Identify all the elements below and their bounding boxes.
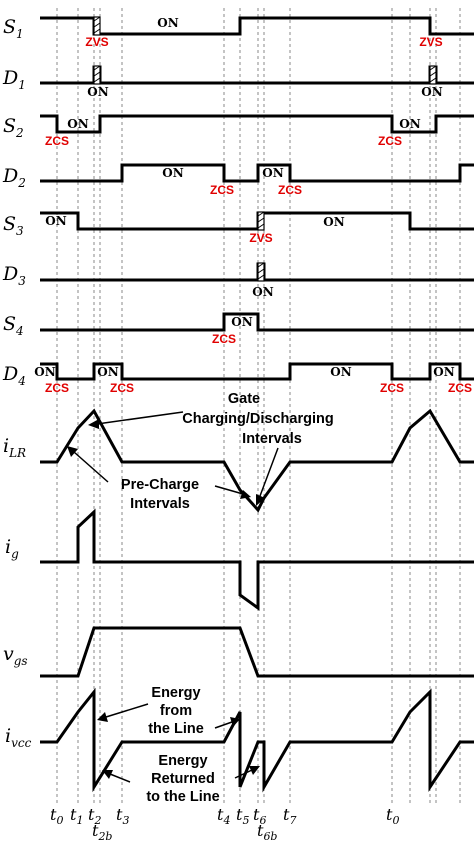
note-energy-returned-1: Energy [158,753,207,769]
hatch-s1-a [93,16,101,36]
tag-on: ON [87,85,108,99]
label-s3: S3 [3,213,24,238]
tag-zcs: ZCS [110,381,134,395]
wave-s3 [40,211,474,231]
note-gate-1: Gate [228,391,260,407]
label-ivcc: ivcc [5,725,32,750]
tag-on: ON [262,166,283,180]
label-d3: D3 [2,263,26,288]
tag-zcs: ZCS [210,183,234,197]
tag-zcs: ZCS [448,381,472,395]
label-s2: S2 [3,115,24,140]
wave-s1 [40,16,474,36]
tag-on: ON [252,285,273,299]
note-energy-returned-3: to the Line [146,789,219,805]
wave-d3 [40,262,474,282]
note-precharge-2: Intervals [130,496,190,512]
time-label-t0: t0 [50,805,63,827]
time-label-t2b: t2b [92,821,112,842]
digital-waveforms [40,16,474,381]
time-grid [56,8,461,805]
note-energy-from-3: the Line [148,721,204,737]
tag-on: ON [330,365,351,379]
label-d2: D2 [2,165,26,190]
tag-zcs: ZCS [380,381,404,395]
tag-zcs: ZCS [278,183,302,197]
annotations: Gate Charging/Discharging Intervals Pre-… [121,391,334,805]
label-s1: S1 [3,16,24,41]
label-ig: ig [5,536,19,561]
tag-on: ON [97,365,118,379]
note-energy-from-1: Energy [151,685,200,701]
label-s4: S4 [3,313,24,338]
tag-on: ON [323,215,344,229]
wave-d1 [40,65,474,85]
time-label-t7: t7 [283,805,296,827]
analog-waveforms [40,408,474,793]
tag-on: ON [157,16,178,30]
time-label-t6b: t6b [257,821,277,842]
wave-ivcc [40,687,474,793]
tag-on: ON [162,166,183,180]
tag-on: ON [433,365,454,379]
tag-on: ON [45,214,66,228]
tag-on: ON [67,117,88,131]
hatch-d1-b [429,65,437,85]
wave-s2 [40,114,474,134]
tag-zvs: ZVS [249,231,272,245]
time-label-t1: t1 [70,805,83,827]
time-label-t5: t5 [236,805,249,827]
tag-on: ON [421,85,442,99]
hatch-d1-a [93,65,101,85]
state-tags: ON ZVS ZVS ON ON ON ZCS ON ZCS ON ZCS ON… [34,16,472,395]
wave-ig [40,508,474,611]
wave-d2 [40,163,474,183]
tag-on: ON [34,365,55,379]
transition-markers [93,16,437,282]
time-labels: t0 t1 t2 t3 t4 t5 t6 t7 t0 t2b t6b [50,805,399,842]
time-label-t4: t4 [217,805,230,827]
time-label-t0-b: t0 [386,805,399,827]
note-energy-from-2: from [160,703,192,719]
note-gate-3: Intervals [242,431,302,447]
label-vgs: vgs [3,643,28,668]
tag-zcs: ZCS [45,381,69,395]
tag-zcs: ZCS [378,134,402,148]
wave-s4 [40,312,474,332]
tag-on: ON [399,117,420,131]
wave-ilr [40,408,474,513]
hatch-s3 [257,211,265,231]
label-ilr: iLR [3,435,26,460]
note-precharge-1: Pre-Charge [121,477,199,493]
time-label-t3: t3 [116,805,129,827]
label-d4: D4 [2,363,26,388]
tag-zvs: ZVS [419,35,442,49]
label-d1: D1 [2,67,26,92]
time-label-t2: t2 [88,805,101,827]
tag-on: ON [231,315,252,329]
note-gate-2: Charging/Discharging [182,411,333,427]
tag-zvs: ZVS [85,35,108,49]
tag-zcs: ZCS [45,134,69,148]
hatch-d3 [257,262,265,282]
time-label-t6: t6 [253,805,266,827]
wave-vgs [40,626,474,678]
wave-d4 [40,362,474,381]
tag-zcs: ZCS [212,332,236,346]
annotation-arrows [67,411,279,783]
note-energy-returned-2: Returned [151,771,215,787]
signal-labels: S1 D1 S2 D2 S3 D3 S4 D4 iLR ig vgs ivcc [2,16,32,750]
